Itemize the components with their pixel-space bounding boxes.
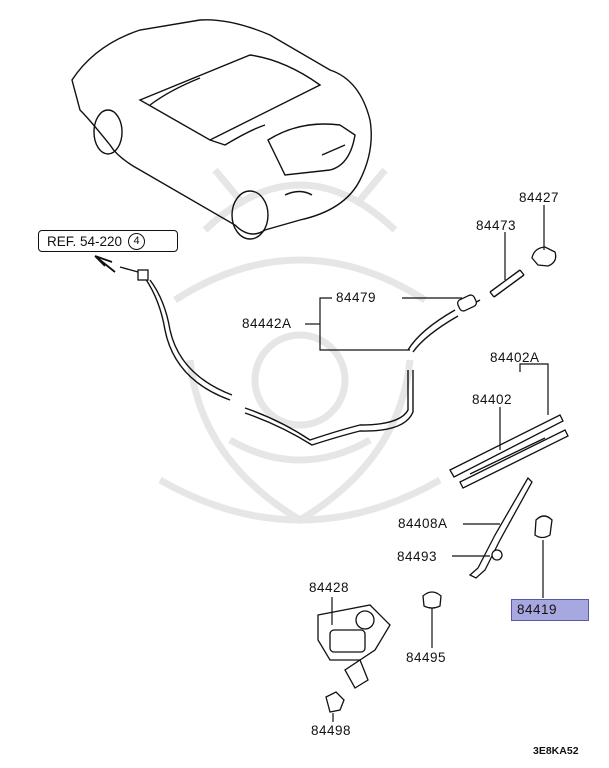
arrow-icon bbox=[94, 255, 116, 273]
label-84473[interactable]: 84473 bbox=[476, 218, 517, 233]
leader-lines bbox=[305, 205, 549, 722]
wiper-arm bbox=[468, 476, 533, 579]
label-84419-highlighted[interactable]: 84419 bbox=[511, 599, 589, 621]
vehicle-illustration bbox=[71, 19, 372, 240]
label-84495[interactable]: 84495 bbox=[406, 650, 447, 665]
label-84442A[interactable]: 84442A bbox=[242, 316, 292, 331]
cap-84419 bbox=[534, 515, 553, 539]
label-84498[interactable]: 84498 bbox=[311, 723, 352, 738]
label-84493[interactable]: 84493 bbox=[397, 549, 438, 564]
grommet-84495 bbox=[422, 591, 442, 609]
reference-text: REF. 54-220 bbox=[47, 233, 123, 249]
bolt-84498 bbox=[325, 691, 345, 713]
reference-circle: 4 bbox=[128, 232, 146, 250]
wiper-blade bbox=[449, 414, 569, 489]
label-84402[interactable]: 84402 bbox=[472, 392, 513, 407]
watermark bbox=[158, 167, 442, 525]
diagram-code: 3E8KA52 bbox=[533, 745, 579, 757]
label-84479[interactable]: 84479 bbox=[336, 290, 377, 305]
label-84428[interactable]: 84428 bbox=[309, 580, 350, 595]
joint-84479 bbox=[456, 294, 478, 312]
reference-box: REF. 54-220 4 bbox=[38, 230, 178, 252]
label-84408A[interactable]: 84408A bbox=[398, 516, 448, 531]
washer-hose bbox=[119, 266, 525, 446]
wiper-motor bbox=[317, 604, 391, 689]
hose-joint bbox=[137, 269, 149, 281]
label-84427[interactable]: 84427 bbox=[519, 190, 560, 205]
label-84402A[interactable]: 84402A bbox=[490, 350, 540, 365]
nozzle-84427 bbox=[531, 246, 557, 267]
nut-84493 bbox=[491, 549, 503, 561]
